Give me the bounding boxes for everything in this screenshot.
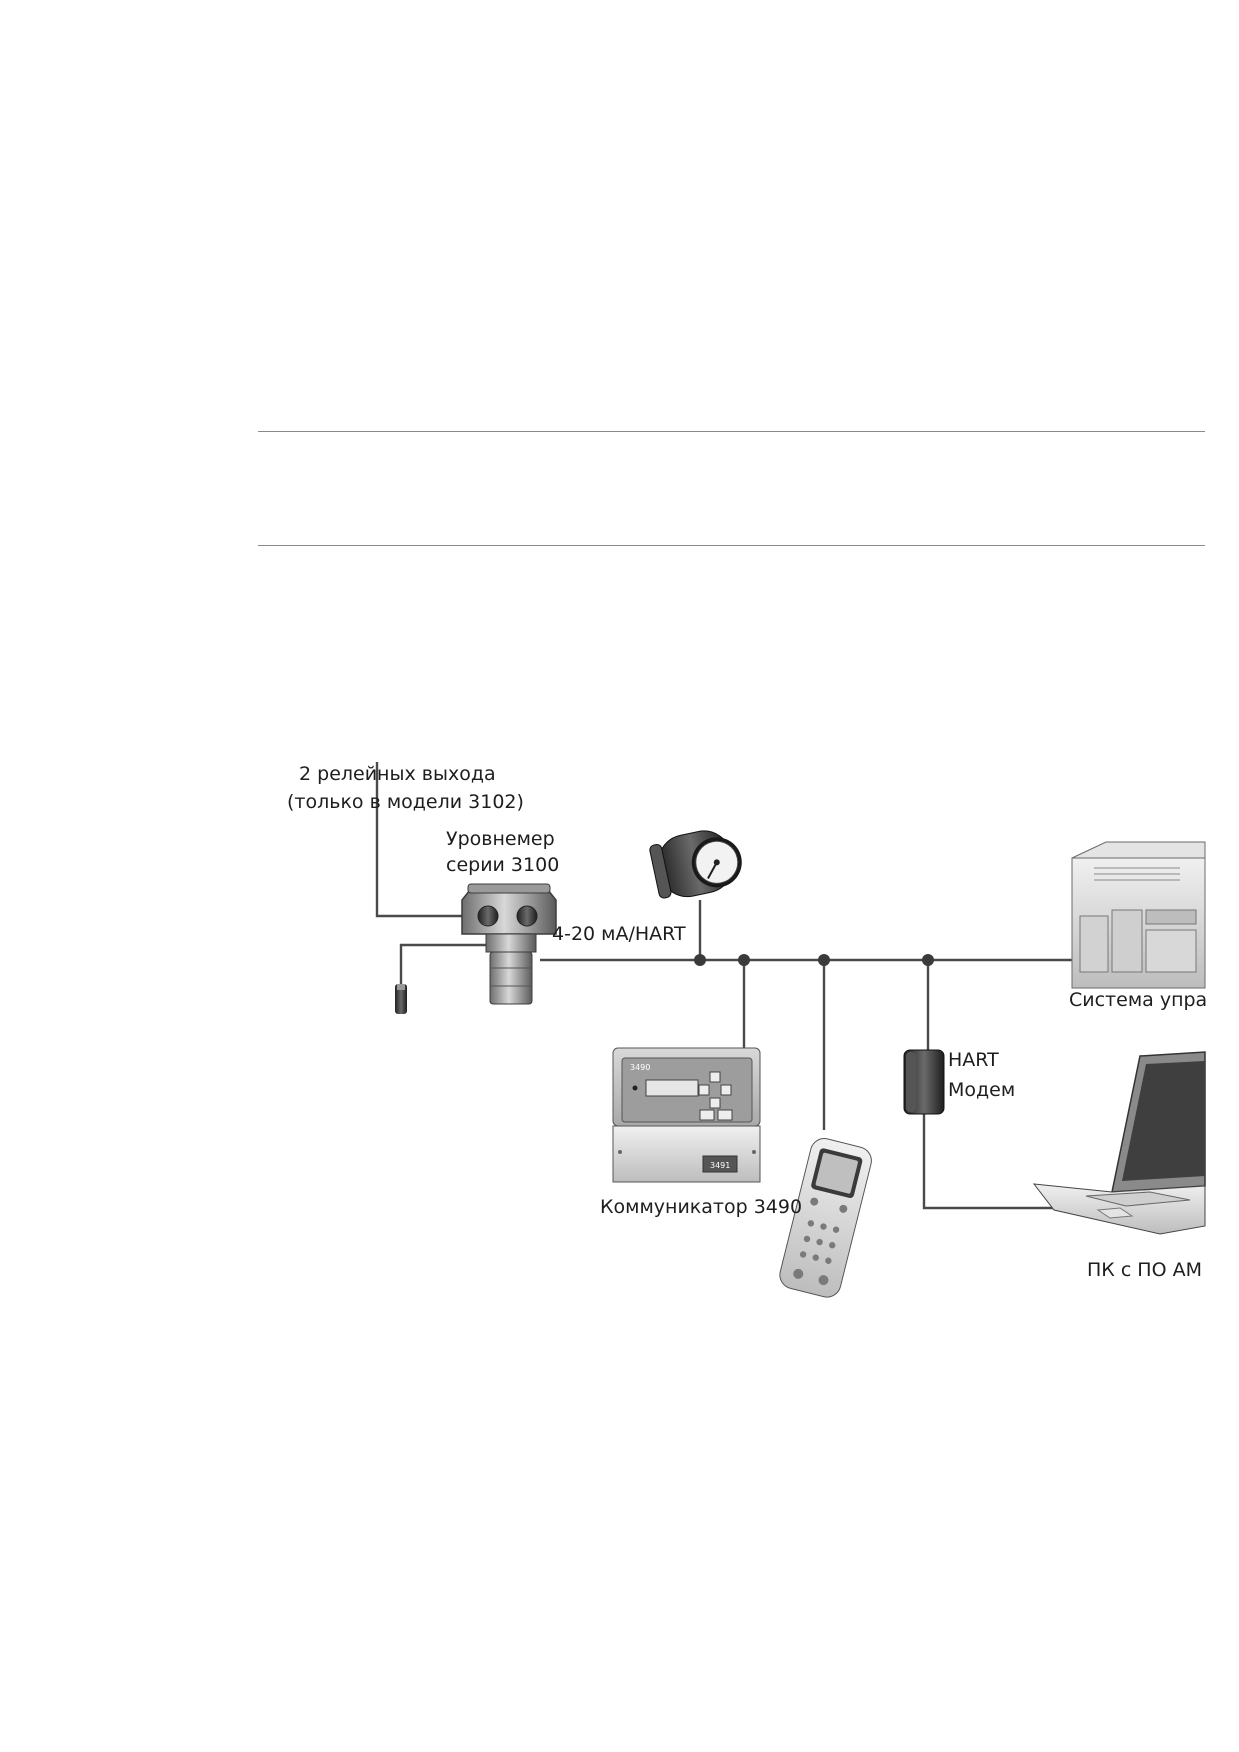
hart-modem-label-line2: Модем (948, 1079, 1015, 1101)
relay-wire (375, 762, 468, 918)
level-meter-label-line1: Уровнемер (446, 828, 555, 850)
probe-cable-end (395, 984, 407, 1014)
pc-software-label: ПК с ПО AM (1087, 1259, 1202, 1281)
loop-junction-point (818, 954, 830, 966)
controller-icon: 3490 3491 (612, 1047, 761, 1183)
handheld-communicator-icon (779, 1138, 872, 1298)
control-system-label: Система упра (1069, 989, 1207, 1011)
wiring (375, 762, 1085, 1210)
probe-wire (399, 943, 498, 985)
horizontal-rule-bottom (258, 545, 1205, 546)
hart-modem-label-line1: HART (948, 1049, 999, 1071)
level-meter-label-line2: серии 3100 (446, 854, 559, 876)
loop-junction-point (694, 954, 706, 966)
laptop-icon (1032, 1051, 1206, 1235)
controller-model-text: 3490 (630, 1063, 650, 1072)
modem-to-pc-wire (922, 1114, 1060, 1210)
plc-icon (1071, 841, 1206, 989)
loop-junction-point (922, 954, 934, 966)
controller-badge-text: 3491 (710, 1161, 730, 1170)
controller-label: Коммуникатор 3490 (600, 1196, 802, 1218)
field-indicator-icon (649, 830, 742, 899)
loop-junction-point (738, 954, 750, 966)
relay-outputs-label-line1: 2 релейных выхода (299, 763, 496, 785)
level-transmitter-icon (461, 883, 557, 1005)
relay-outputs-label-line2: (только в модели 3102) (287, 791, 524, 813)
hart-modem-icon (903, 1049, 945, 1115)
horizontal-rule-top (258, 431, 1205, 432)
signal-label: 4-20 мА/HART (552, 923, 686, 945)
